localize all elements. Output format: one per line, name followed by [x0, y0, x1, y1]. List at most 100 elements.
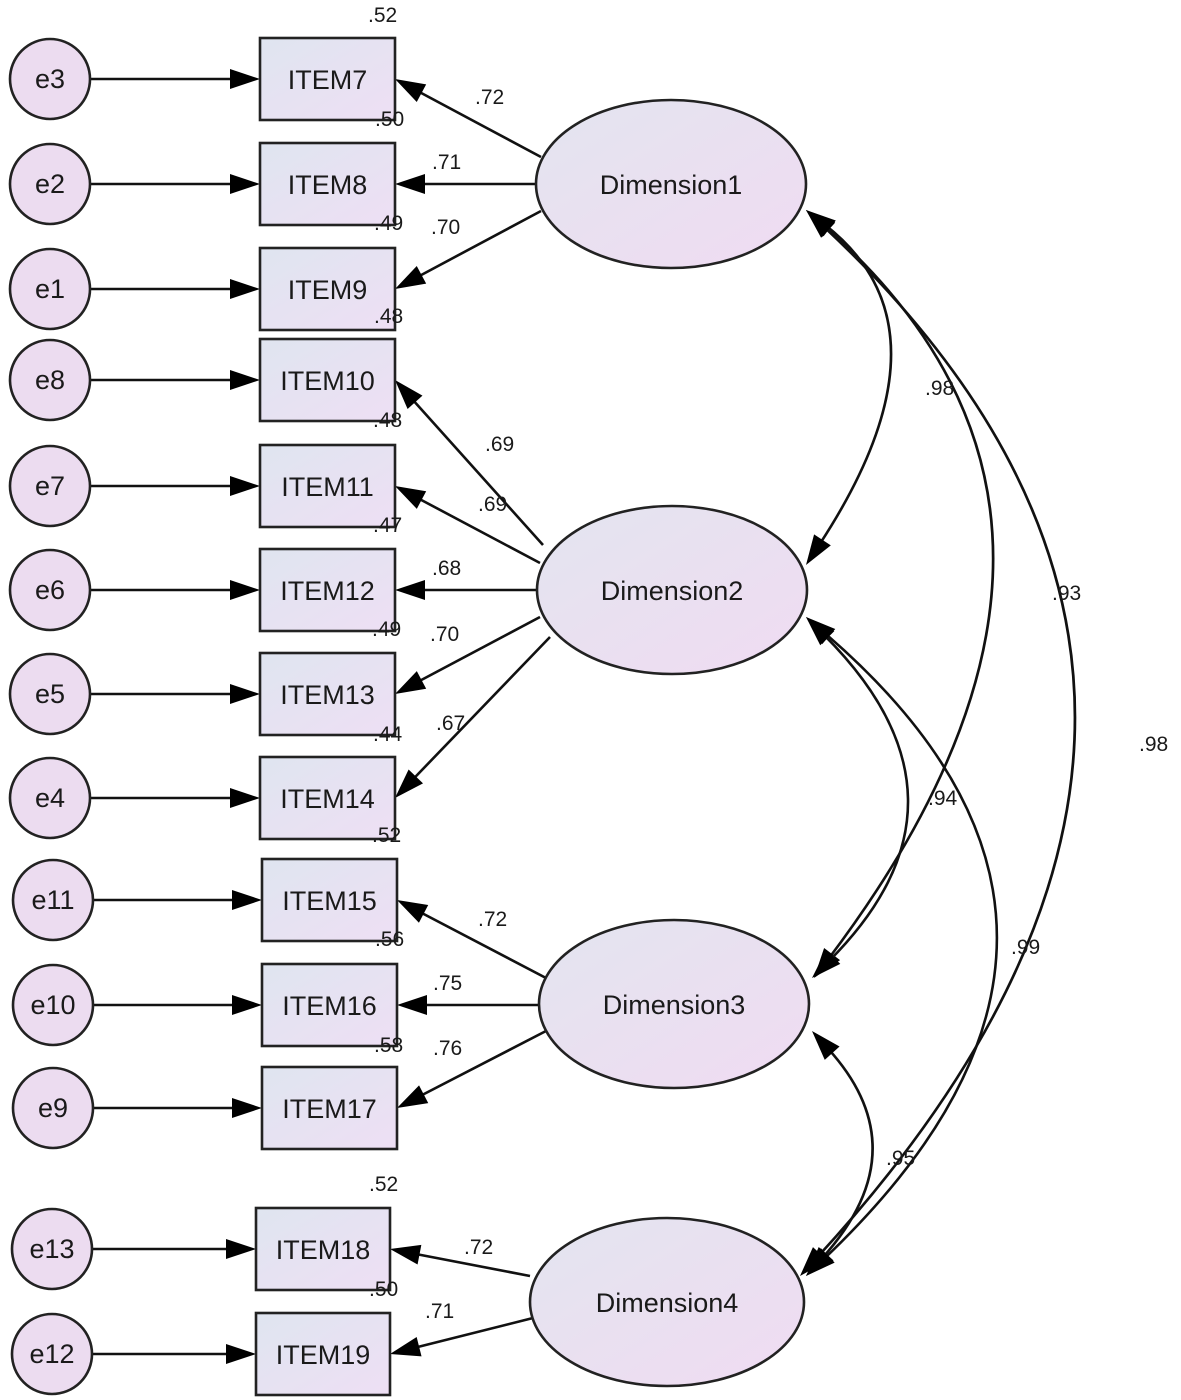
item-label-ITEM7: ITEM7: [288, 65, 368, 95]
error-arrowhead-e11: [232, 890, 262, 910]
correlation-value-Dimension2-Dimension3: .94: [928, 787, 958, 810]
item-label-ITEM16: ITEM16: [282, 991, 377, 1021]
correlation-curve-Dimension1-Dimension2: [818, 223, 893, 546]
error-arrowhead-e2: [230, 174, 260, 194]
error-node-e11: [11, 858, 95, 942]
item-box-ITEM18: [254, 1206, 392, 1292]
error-label-e8: e8: [35, 365, 65, 395]
correlation-arrowhead-start-Dimension1-Dimension4: [806, 210, 835, 238]
item-r2-ITEM17: .58: [374, 1034, 403, 1057]
item-r2-ITEM18: .52: [369, 1173, 398, 1196]
item-box-ITEM16: [260, 962, 399, 1048]
item-r2-ITEM7: .52: [368, 4, 397, 27]
correlation-arrowhead-start-Dimension2-Dimension4: [806, 617, 836, 645]
item-label-ITEM14: ITEM14: [280, 784, 375, 814]
loading-arrowhead-ITEM15: [397, 900, 429, 923]
item-r2-ITEM14: .44: [373, 723, 403, 746]
loading-arrowhead-ITEM11: [395, 486, 427, 509]
error-arrowhead-e7: [230, 476, 260, 496]
correlation-curve-Dimension2-Dimension4: [822, 631, 999, 1261]
labels-layer: e3e2e1e8e7e6e5e4e11e10e9e13e12ITEM7.52.7…: [29, 4, 1168, 1370]
factor-node-Dimension3: [537, 918, 811, 1090]
error-label-e6: e6: [35, 575, 65, 605]
paths-layer: [90, 69, 1077, 1364]
item-label-ITEM15: ITEM15: [282, 886, 377, 916]
error-label-e9: e9: [38, 1093, 68, 1123]
error-arrowhead-e13: [226, 1239, 256, 1259]
error-node-e2: [8, 142, 92, 226]
item-box-ITEM14: [258, 755, 397, 841]
error-node-e6: [8, 548, 92, 632]
error-node-e12: [10, 1312, 94, 1396]
error-arrowhead-e5: [230, 684, 260, 704]
correlation-value-Dimension3-Dimension4: .95: [886, 1147, 915, 1170]
item-label-ITEM11: ITEM11: [281, 472, 374, 502]
loading-arrowhead-ITEM14: [395, 769, 424, 798]
error-label-e13: e13: [29, 1234, 74, 1264]
factor-node-Dimension2: [535, 504, 809, 676]
error-label-e1: e1: [35, 274, 65, 304]
item-label-ITEM17: ITEM17: [282, 1094, 377, 1124]
item-r2-ITEM9: .49: [374, 212, 403, 235]
factor-label-Dimension1: Dimension1: [600, 170, 743, 200]
loading-path-ITEM13: [416, 615, 541, 684]
item-label-ITEM10: ITEM10: [280, 366, 375, 396]
loading-arrowhead-ITEM9: [395, 266, 427, 289]
loading-value-ITEM13: .70: [430, 623, 459, 646]
loading-path-ITEM18: [414, 1252, 531, 1278]
item-r2-ITEM13: .49: [372, 618, 401, 641]
error-arrowhead-e10: [232, 995, 262, 1015]
loading-value-ITEM19: .71: [425, 1300, 454, 1323]
error-arrowhead-e6: [230, 580, 260, 600]
loading-path-ITEM15: [418, 910, 547, 980]
loading-value-ITEM15: .72: [478, 908, 507, 931]
error-arrowhead-e1: [230, 279, 260, 299]
loading-value-ITEM8: .71: [432, 151, 461, 174]
loading-value-ITEM14: .67: [436, 712, 465, 735]
error-arrowhead-e8: [230, 370, 260, 390]
loading-value-ITEM11: .69: [478, 493, 507, 516]
error-arrowhead-e9: [232, 1098, 262, 1118]
error-label-e11: e11: [31, 885, 74, 915]
error-label-e10: e10: [30, 990, 75, 1020]
item-box-ITEM9: [258, 246, 397, 332]
item-r2-ITEM12: .47: [373, 514, 402, 537]
factor-node-Dimension4: [528, 1216, 806, 1388]
item-label-ITEM19: ITEM19: [276, 1340, 371, 1370]
error-arrowhead-e3: [230, 69, 260, 89]
loading-arrowhead-ITEM8: [395, 174, 425, 194]
loading-arrowhead-ITEM17: [397, 1085, 429, 1108]
loading-value-ITEM9: .70: [431, 216, 460, 239]
error-node-e4: [8, 756, 92, 840]
error-node-e1: [8, 247, 92, 331]
loading-arrowhead-ITEM12: [395, 580, 425, 600]
error-label-e3: e3: [35, 64, 65, 94]
loading-arrowhead-ITEM19: [390, 1336, 422, 1357]
correlation-curve-Dimension1-Dimension4: [815, 225, 1077, 1260]
factor-node-Dimension1: [534, 98, 808, 270]
loading-path-ITEM9: [416, 209, 542, 279]
loading-path-ITEM19: [413, 1316, 534, 1350]
loading-value-ITEM12: .68: [432, 557, 461, 580]
correlation-arrowhead-end-Dimension1-Dimension2: [806, 534, 831, 565]
item-label-ITEM8: ITEM8: [288, 170, 368, 200]
error-label-e4: e4: [35, 783, 65, 813]
item-r2-ITEM15: .52: [372, 824, 401, 847]
loading-path-ITEM14: [411, 636, 551, 781]
loading-path-ITEM10: [410, 397, 544, 546]
factor-label-Dimension2: Dimension2: [601, 576, 744, 606]
error-label-e2: e2: [35, 169, 65, 199]
item-box-ITEM12: [258, 547, 397, 633]
correlation-curve-Dimension3-Dimension4: [821, 1047, 874, 1260]
factor-label-Dimension4: Dimension4: [596, 1288, 739, 1318]
item-label-ITEM12: ITEM12: [280, 576, 375, 606]
error-label-e7: e7: [35, 471, 65, 501]
correlation-arrowhead-end-Dimension3-Dimension4: [806, 1247, 834, 1276]
item-box-ITEM7: [258, 36, 397, 122]
loading-value-ITEM7: .72: [475, 86, 504, 109]
loading-path-ITEM7: [416, 89, 542, 159]
loading-arrowhead-ITEM16: [397, 995, 427, 1015]
item-label-ITEM13: ITEM13: [280, 680, 375, 710]
loading-value-ITEM17: .76: [433, 1037, 462, 1060]
item-r2-ITEM10: .48: [374, 305, 403, 328]
